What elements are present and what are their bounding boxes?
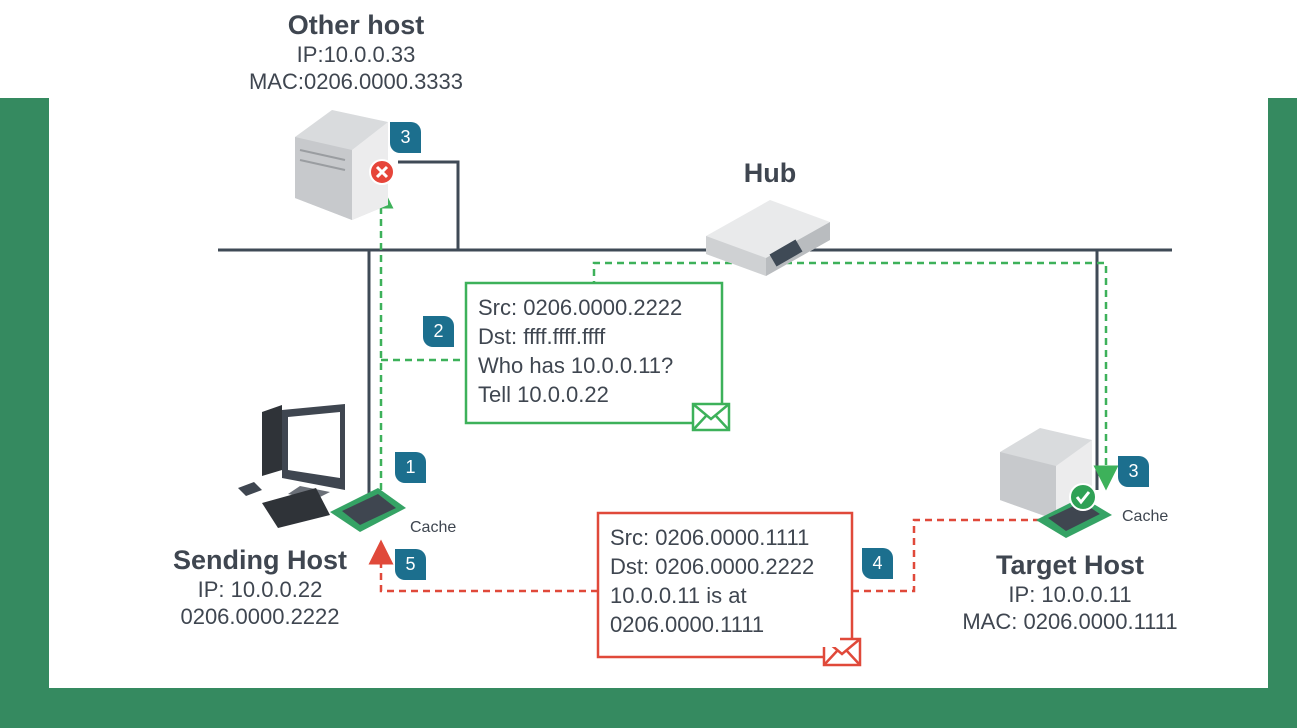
- arp-reply-src: Src: 0206.0000.1111: [610, 525, 810, 550]
- envelope-icon: [691, 402, 731, 432]
- target-host-title: Target Host: [995, 550, 1144, 580]
- other-host-step-badge: 3: [390, 122, 421, 153]
- arp-reply-text: Src: 0206.0000.1111 Dst: 0206.0000.2222 …: [600, 515, 840, 647]
- x-circle-icon: [369, 159, 395, 185]
- other-host-label: Other host IP:10.0.0.33 MAC:0206.0000.33…: [228, 10, 484, 95]
- other-host-mac: MAC:0206.0000.3333: [248, 69, 464, 94]
- sending-host-computer-icon: [238, 404, 345, 528]
- target-host-cache-label: Cache: [1122, 508, 1169, 525]
- frame-bottom: [0, 688, 1297, 728]
- arp-reply-answer: 10.0.0.11 is at: [610, 583, 747, 608]
- arp-reply-step-badge: 4: [862, 548, 893, 579]
- sending-host-mac: 0206.0000.2222: [180, 604, 340, 629]
- sending-host-step-badge-5: 5: [395, 549, 426, 580]
- sending-host-title: Sending Host: [173, 545, 347, 575]
- arp-reply-mac: 0206.0000.1111: [610, 612, 765, 637]
- arp-request-path: [368, 183, 1119, 491]
- target-host-mac: MAC: 0206.0000.1111: [962, 609, 1178, 634]
- target-host-step-badge: 3: [1118, 456, 1149, 487]
- hub-device-icon: [706, 200, 830, 276]
- other-host-title: Other host: [287, 10, 425, 40]
- target-host-ip: IP: 10.0.0.11: [1008, 582, 1132, 607]
- arp-request-dst: Dst: ffff.ffff.ffff: [478, 324, 606, 349]
- sending-host-ip: IP: 10.0.0.22: [197, 577, 323, 602]
- other-host-ip: IP:10.0.0.33: [296, 42, 416, 67]
- arp-request-tell: Tell 10.0.0.22: [478, 382, 609, 407]
- sending-host-cache-label: Cache: [410, 519, 457, 536]
- arp-request-question: Who has 10.0.0.11?: [478, 353, 674, 378]
- frame-right: [1268, 98, 1297, 728]
- target-host-label: Target Host IP: 10.0.0.11 MAC: 0206.0000…: [950, 550, 1190, 635]
- frame-left: [0, 98, 49, 728]
- arp-reply-path: [368, 518, 1040, 593]
- arp-reply-dst: Dst: 0206.0000.2222: [610, 554, 815, 579]
- arp-request-step-badge: 2: [423, 316, 454, 347]
- sending-host-step-badge-1: 1: [395, 452, 426, 483]
- hub-label: Hub: [743, 158, 797, 188]
- other-host-server-icon: [295, 110, 388, 220]
- arp-request-src: Src: 0206.0000.2222: [478, 295, 683, 320]
- sending-host-label: Sending Host IP: 10.0.0.22 0206.0000.222…: [160, 545, 360, 630]
- other-host-drop: [398, 160, 460, 250]
- arp-request-text: Src: 0206.0000.2222 Dst: ffff.ffff.ffff …: [468, 285, 688, 417]
- check-circle-icon: [1069, 483, 1097, 511]
- sending-host-cache-chip-icon: [330, 488, 406, 532]
